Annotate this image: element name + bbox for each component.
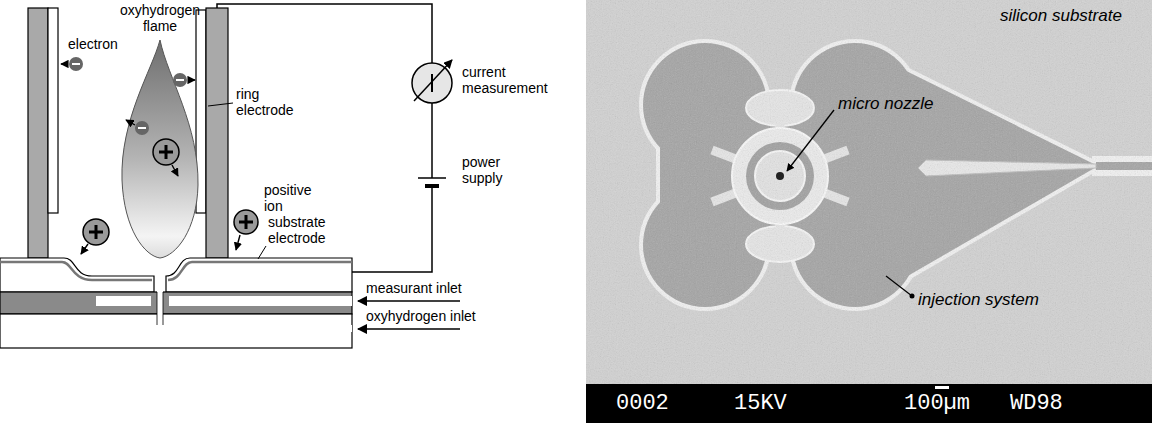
- flame-label: oxyhydrogen flame: [110, 2, 210, 34]
- meter-label: current measurement: [462, 64, 554, 96]
- inlet-label: oxyhydrogen inlet: [366, 308, 516, 324]
- electrode-label: ring electrode: [236, 86, 310, 118]
- micrograph-info: 15KV: [734, 391, 814, 416]
- part-label: injection system: [918, 290, 1078, 310]
- scale-label: 100µm: [904, 391, 994, 416]
- electron-label: electron: [68, 36, 148, 52]
- region-label: silicon substrate: [1000, 6, 1148, 26]
- supply-label: power supply: [462, 154, 522, 186]
- electrode-label: substrate electrode: [268, 214, 348, 246]
- electron-symbol: [61, 57, 195, 135]
- part-label: micro nozzle: [838, 94, 958, 114]
- sem-micrograph: [586, 0, 1152, 423]
- micrograph-info: 0002: [616, 391, 696, 416]
- positive-ion-symbol: [81, 139, 258, 254]
- ion-label: positive ion: [264, 182, 324, 214]
- detector-schematic: [0, 4, 460, 348]
- micrograph-info: WD98: [1010, 391, 1090, 416]
- inlet-label: measurant inlet: [366, 280, 486, 296]
